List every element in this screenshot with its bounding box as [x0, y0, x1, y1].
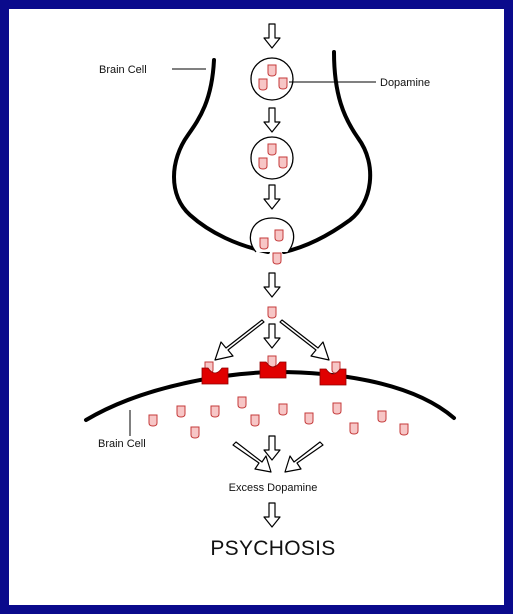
label-brain-cell-bottom: Brain Cell [98, 438, 146, 450]
arrow-down-icon [264, 273, 280, 297]
label-psychosis: PSYCHOSIS [210, 537, 335, 560]
arrow-down-icon [264, 108, 280, 132]
arrow-right-diagonal-icon [280, 320, 329, 360]
label-brain-cell-top: Brain Cell [99, 64, 147, 76]
arrow-left-diagonal-icon [215, 320, 264, 360]
label-excess-dopamine: Excess Dopamine [229, 482, 318, 494]
excess-dopamine-cluster [149, 397, 408, 438]
arrow-left-diagonal-icon [285, 442, 323, 472]
postsynaptic-cell-membrane [86, 372, 454, 420]
vesicle-3-releasing [250, 218, 293, 264]
arrow-right-diagonal-icon [233, 442, 271, 472]
vesicle-1 [251, 58, 293, 100]
vesicle-2 [251, 137, 293, 179]
label-dopamine: Dopamine [380, 77, 430, 89]
arrow-down-icon [264, 24, 280, 48]
dopamine-molecule [268, 307, 276, 318]
receptor-1 [202, 368, 228, 384]
arrow-down-icon [264, 185, 280, 209]
arrow-down-icon [264, 324, 280, 348]
arrow-down-icon [264, 503, 280, 527]
